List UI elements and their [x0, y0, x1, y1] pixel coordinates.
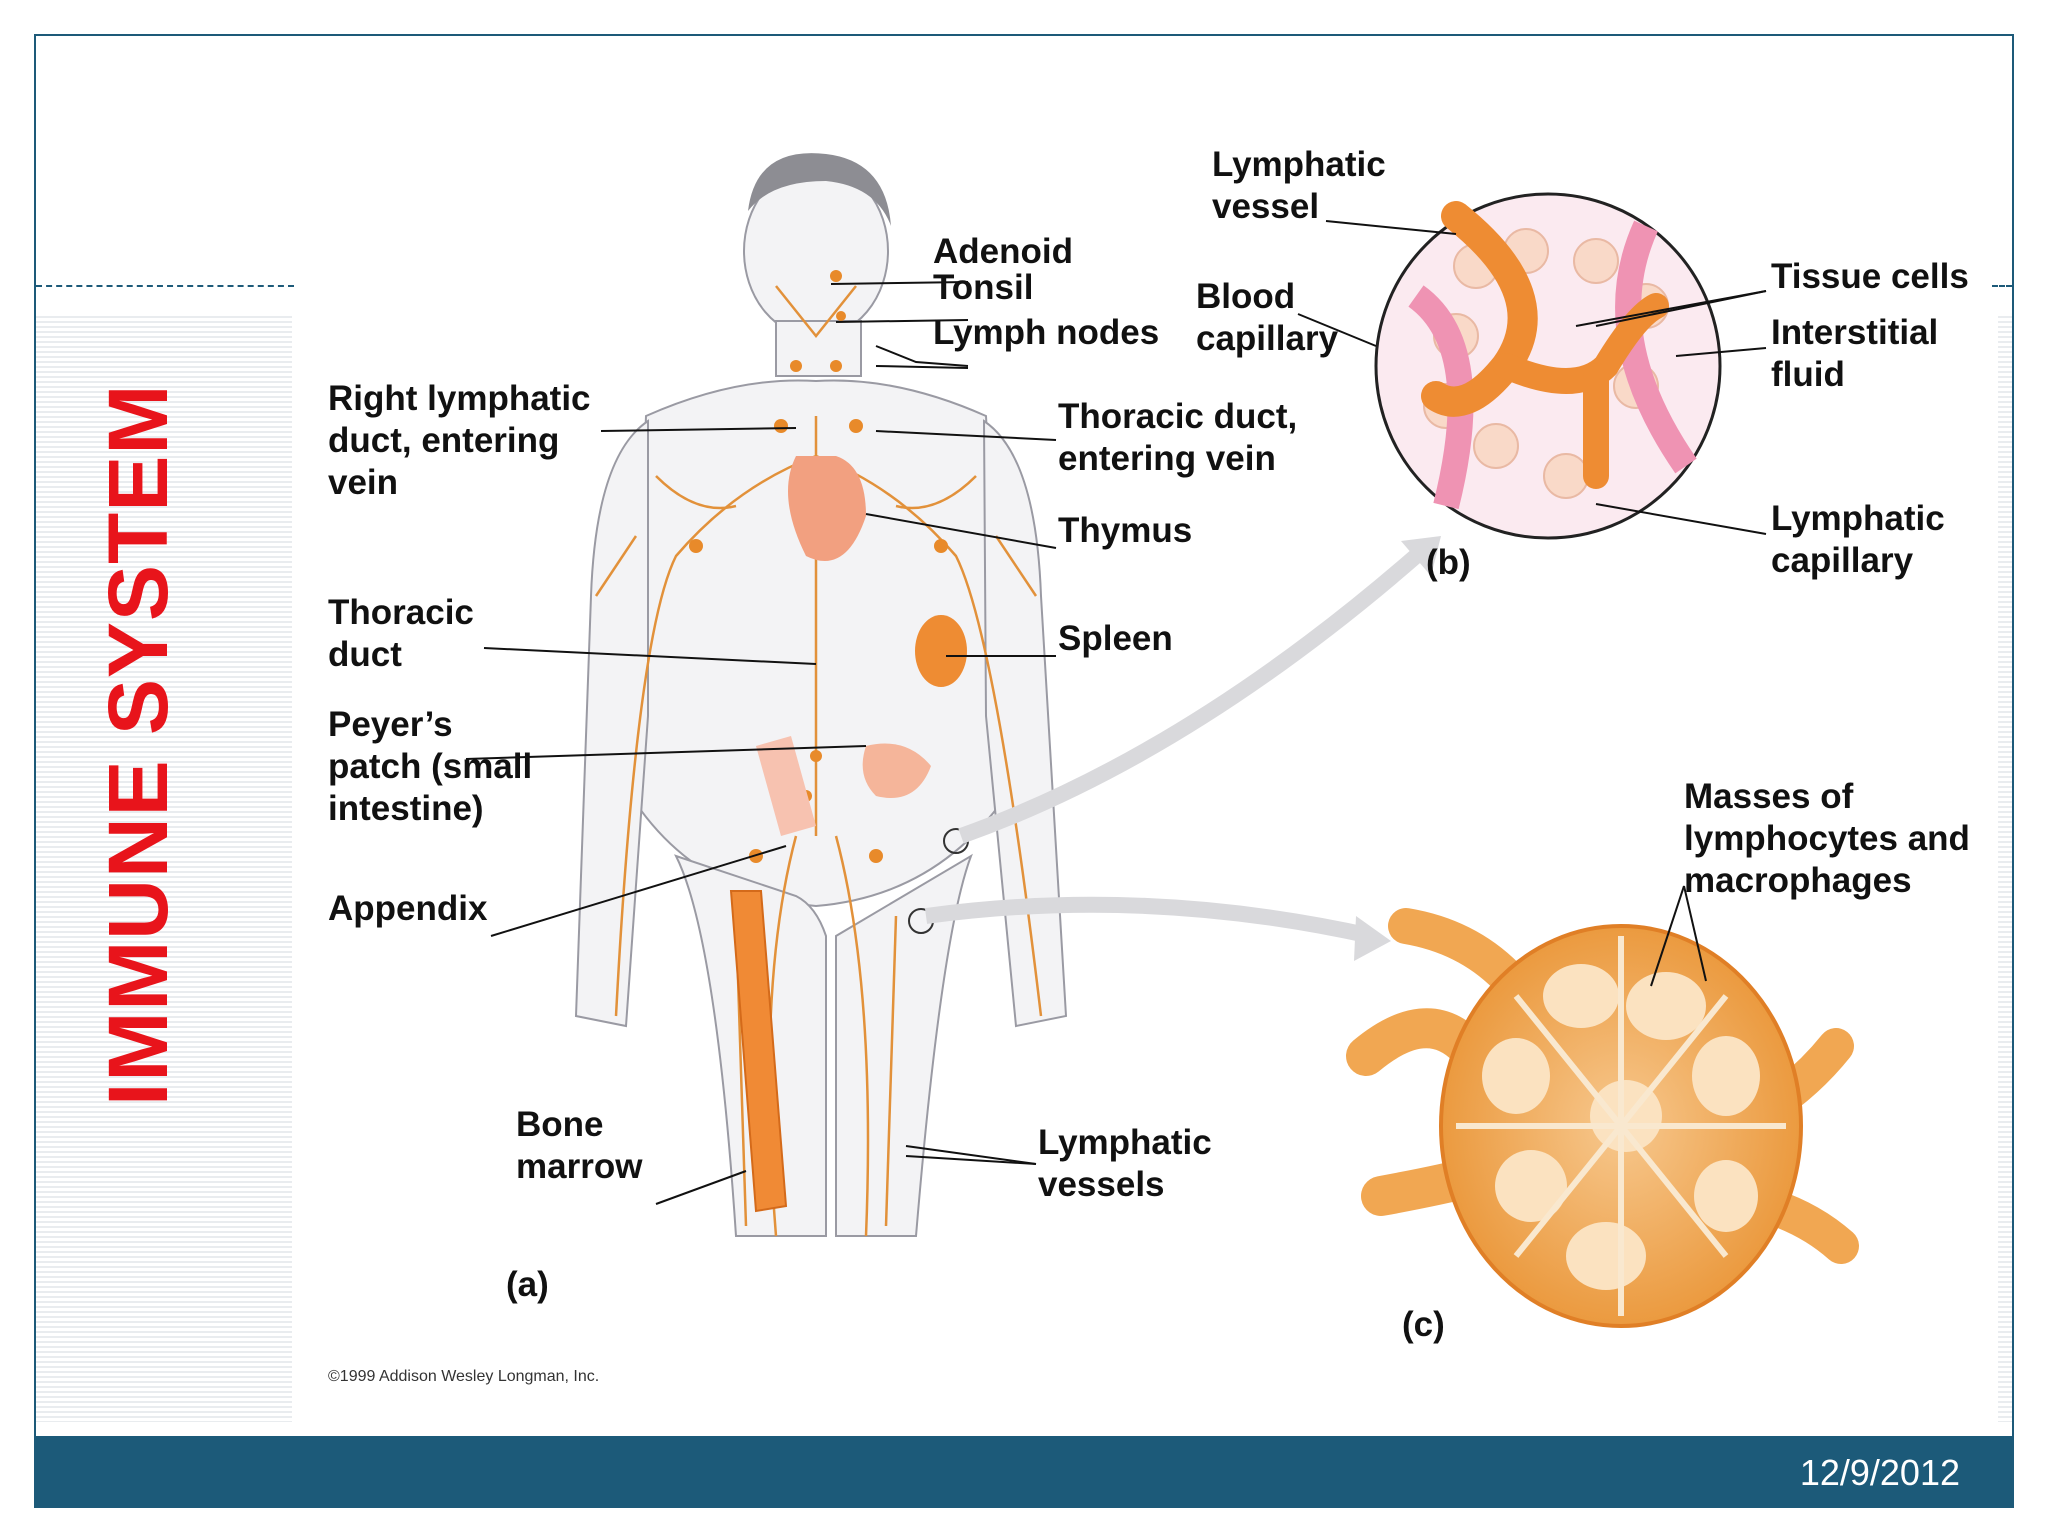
- zoom-arrow-c: [924, 896, 1373, 944]
- label-spleen: Spleen: [1058, 619, 1173, 658]
- label-appendix: Appendix: [328, 889, 488, 928]
- body-illustration: [574, 153, 1068, 1237]
- zoom-arrow-b: [958, 549, 1422, 844]
- leader-lines: [465, 220, 1767, 1205]
- label-masses-3: macrophages: [1684, 861, 1912, 900]
- header-divider: [36, 285, 294, 287]
- label-tissue-cells: Tissue cells: [1771, 257, 1969, 296]
- label-blood-capillary-1: Blood: [1196, 277, 1296, 316]
- panel-label-a: (a): [506, 1265, 549, 1304]
- bone-marrow-shape: [729, 890, 788, 1213]
- label-interstitial-fluid-1: Interstitial: [1771, 313, 1939, 352]
- heart-thymus-shape: [788, 456, 866, 561]
- lymph-node-illustration: [1346, 908, 1859, 1328]
- label-lymphatic-capillary-2: capillary: [1771, 541, 1914, 580]
- label-masses-2: lymphocytes and: [1684, 819, 1970, 858]
- label-masses-1: Masses of: [1684, 777, 1854, 816]
- label-bone-marrow-1: Bone: [516, 1105, 604, 1144]
- label-thoracic-duct-1: Thoracic: [328, 593, 474, 632]
- label-peyers-patch-3: intestine): [328, 789, 484, 828]
- tissue-magnification: [1374, 192, 1722, 540]
- label-adenoid: Adenoid: [933, 232, 1073, 271]
- label-thoracic-duct-2: duct: [328, 635, 402, 674]
- panel-label-b: (b): [1426, 543, 1471, 582]
- spleen-shape: [915, 615, 967, 687]
- label-blood-capillary-2: capillary: [1196, 319, 1339, 358]
- label-thymus: Thymus: [1058, 511, 1193, 550]
- label-peyers-patch-1: Peyer’s: [328, 705, 453, 744]
- footer-bar: 12/9/2012: [36, 1436, 2012, 1506]
- label-lymphatic-vessel-2: vessel: [1212, 187, 1320, 226]
- label-lymphatic-vessels-1: Lymphatic: [1038, 1123, 1212, 1162]
- label-peyers-patch-2: patch (small: [328, 747, 533, 786]
- label-lymphatic-vessels-2: vessels: [1038, 1165, 1165, 1204]
- right-stripe-panel: [1998, 316, 2012, 1422]
- peyers-patch-shape: [862, 743, 931, 798]
- label-right-lymphatic-duct-2: duct, entering: [328, 421, 560, 460]
- panel-label-c: (c): [1402, 1305, 1445, 1344]
- label-tonsil: Tonsil: [933, 268, 1034, 307]
- label-thoracic-duct-entering-2: entering vein: [1058, 439, 1276, 478]
- intestine-shape: [756, 736, 816, 836]
- label-interstitial-fluid-2: fluid: [1771, 355, 1845, 394]
- label-lymph-nodes: Lymph nodes: [933, 313, 1160, 352]
- left-stripe-panel: [36, 316, 292, 1422]
- slide-date: 12/9/2012: [1799, 1452, 1960, 1493]
- label-bone-marrow-2: marrow: [516, 1147, 643, 1186]
- label-thoracic-duct-entering-1: Thoracic duct,: [1058, 397, 1298, 436]
- label-right-lymphatic-duct-3: vein: [328, 463, 399, 502]
- slide: IMMUNE SYSTEM: [34, 34, 2014, 1508]
- label-lymphatic-vessel-1: Lymphatic: [1212, 145, 1386, 184]
- lymphatic-system-figure: [465, 153, 1859, 1328]
- label-right-lymphatic-duct-1: Right lymphatic: [328, 379, 591, 418]
- copyright-notice: ©1999 Addison Wesley Longman, Inc.: [328, 1368, 600, 1385]
- label-lymphatic-capillary-1: Lymphatic: [1771, 499, 1945, 538]
- header-divider-right: [1992, 285, 2012, 287]
